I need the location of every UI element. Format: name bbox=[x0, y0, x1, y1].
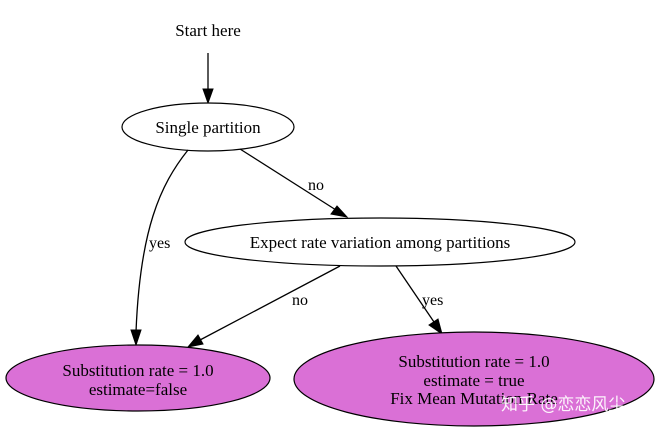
estimated-rate-outcome-line1: Substitution rate = 1.0 bbox=[398, 352, 549, 371]
single-partition-ellipse bbox=[121, 102, 295, 152]
estimated-rate-outcome-ellipse bbox=[293, 331, 655, 427]
estimated-rate-outcome-line3: Fix Mean Mutation Rate bbox=[390, 389, 558, 408]
edge-label-no: no bbox=[308, 177, 324, 194]
node-expect-rate-variation: Expect rate variation among partitions bbox=[184, 217, 576, 267]
arrowhead bbox=[330, 205, 349, 218]
expect-rate-variation-label: Expect rate variation among partitions bbox=[250, 233, 511, 252]
edge-expect-to-estimated-rate: yes bbox=[395, 265, 443, 336]
edge-expect-to-fixed-rate: no bbox=[186, 265, 341, 348]
fixed-rate-outcome-line1: Substitution rate = 1.0 bbox=[62, 361, 213, 380]
arrowhead bbox=[202, 88, 214, 105]
node-estimated-rate-outcome: Substitution rate = 1.0 estimate = true … bbox=[293, 331, 655, 427]
node-single-partition: Single partition bbox=[121, 102, 295, 152]
watermark: 知乎 @恋恋风尘 bbox=[501, 394, 625, 415]
single-partition-label: Single partition bbox=[155, 118, 261, 137]
arrowhead bbox=[186, 334, 204, 348]
estimated-rate-outcome-line2: estimate = true bbox=[423, 371, 524, 390]
arrowhead bbox=[428, 318, 443, 336]
edge-single-to-fixed-rate: yes bbox=[130, 149, 189, 347]
arrowhead bbox=[130, 329, 142, 347]
expect-rate-variation-ellipse bbox=[184, 217, 576, 267]
start-label: Start here bbox=[175, 21, 241, 40]
edge-label-yes: yes bbox=[149, 235, 170, 252]
edge-label-yes: yes bbox=[422, 292, 443, 309]
edge-label-no: no bbox=[292, 292, 308, 309]
fixed-rate-outcome-ellipse bbox=[5, 344, 271, 412]
fixed-rate-outcome-line2: estimate=false bbox=[89, 380, 187, 399]
node-fixed-rate-outcome: Substitution rate = 1.0 estimate=false bbox=[5, 344, 271, 412]
edge-single-to-expect-variation: no bbox=[239, 148, 349, 218]
edge-start-to-single-partition bbox=[202, 53, 214, 105]
